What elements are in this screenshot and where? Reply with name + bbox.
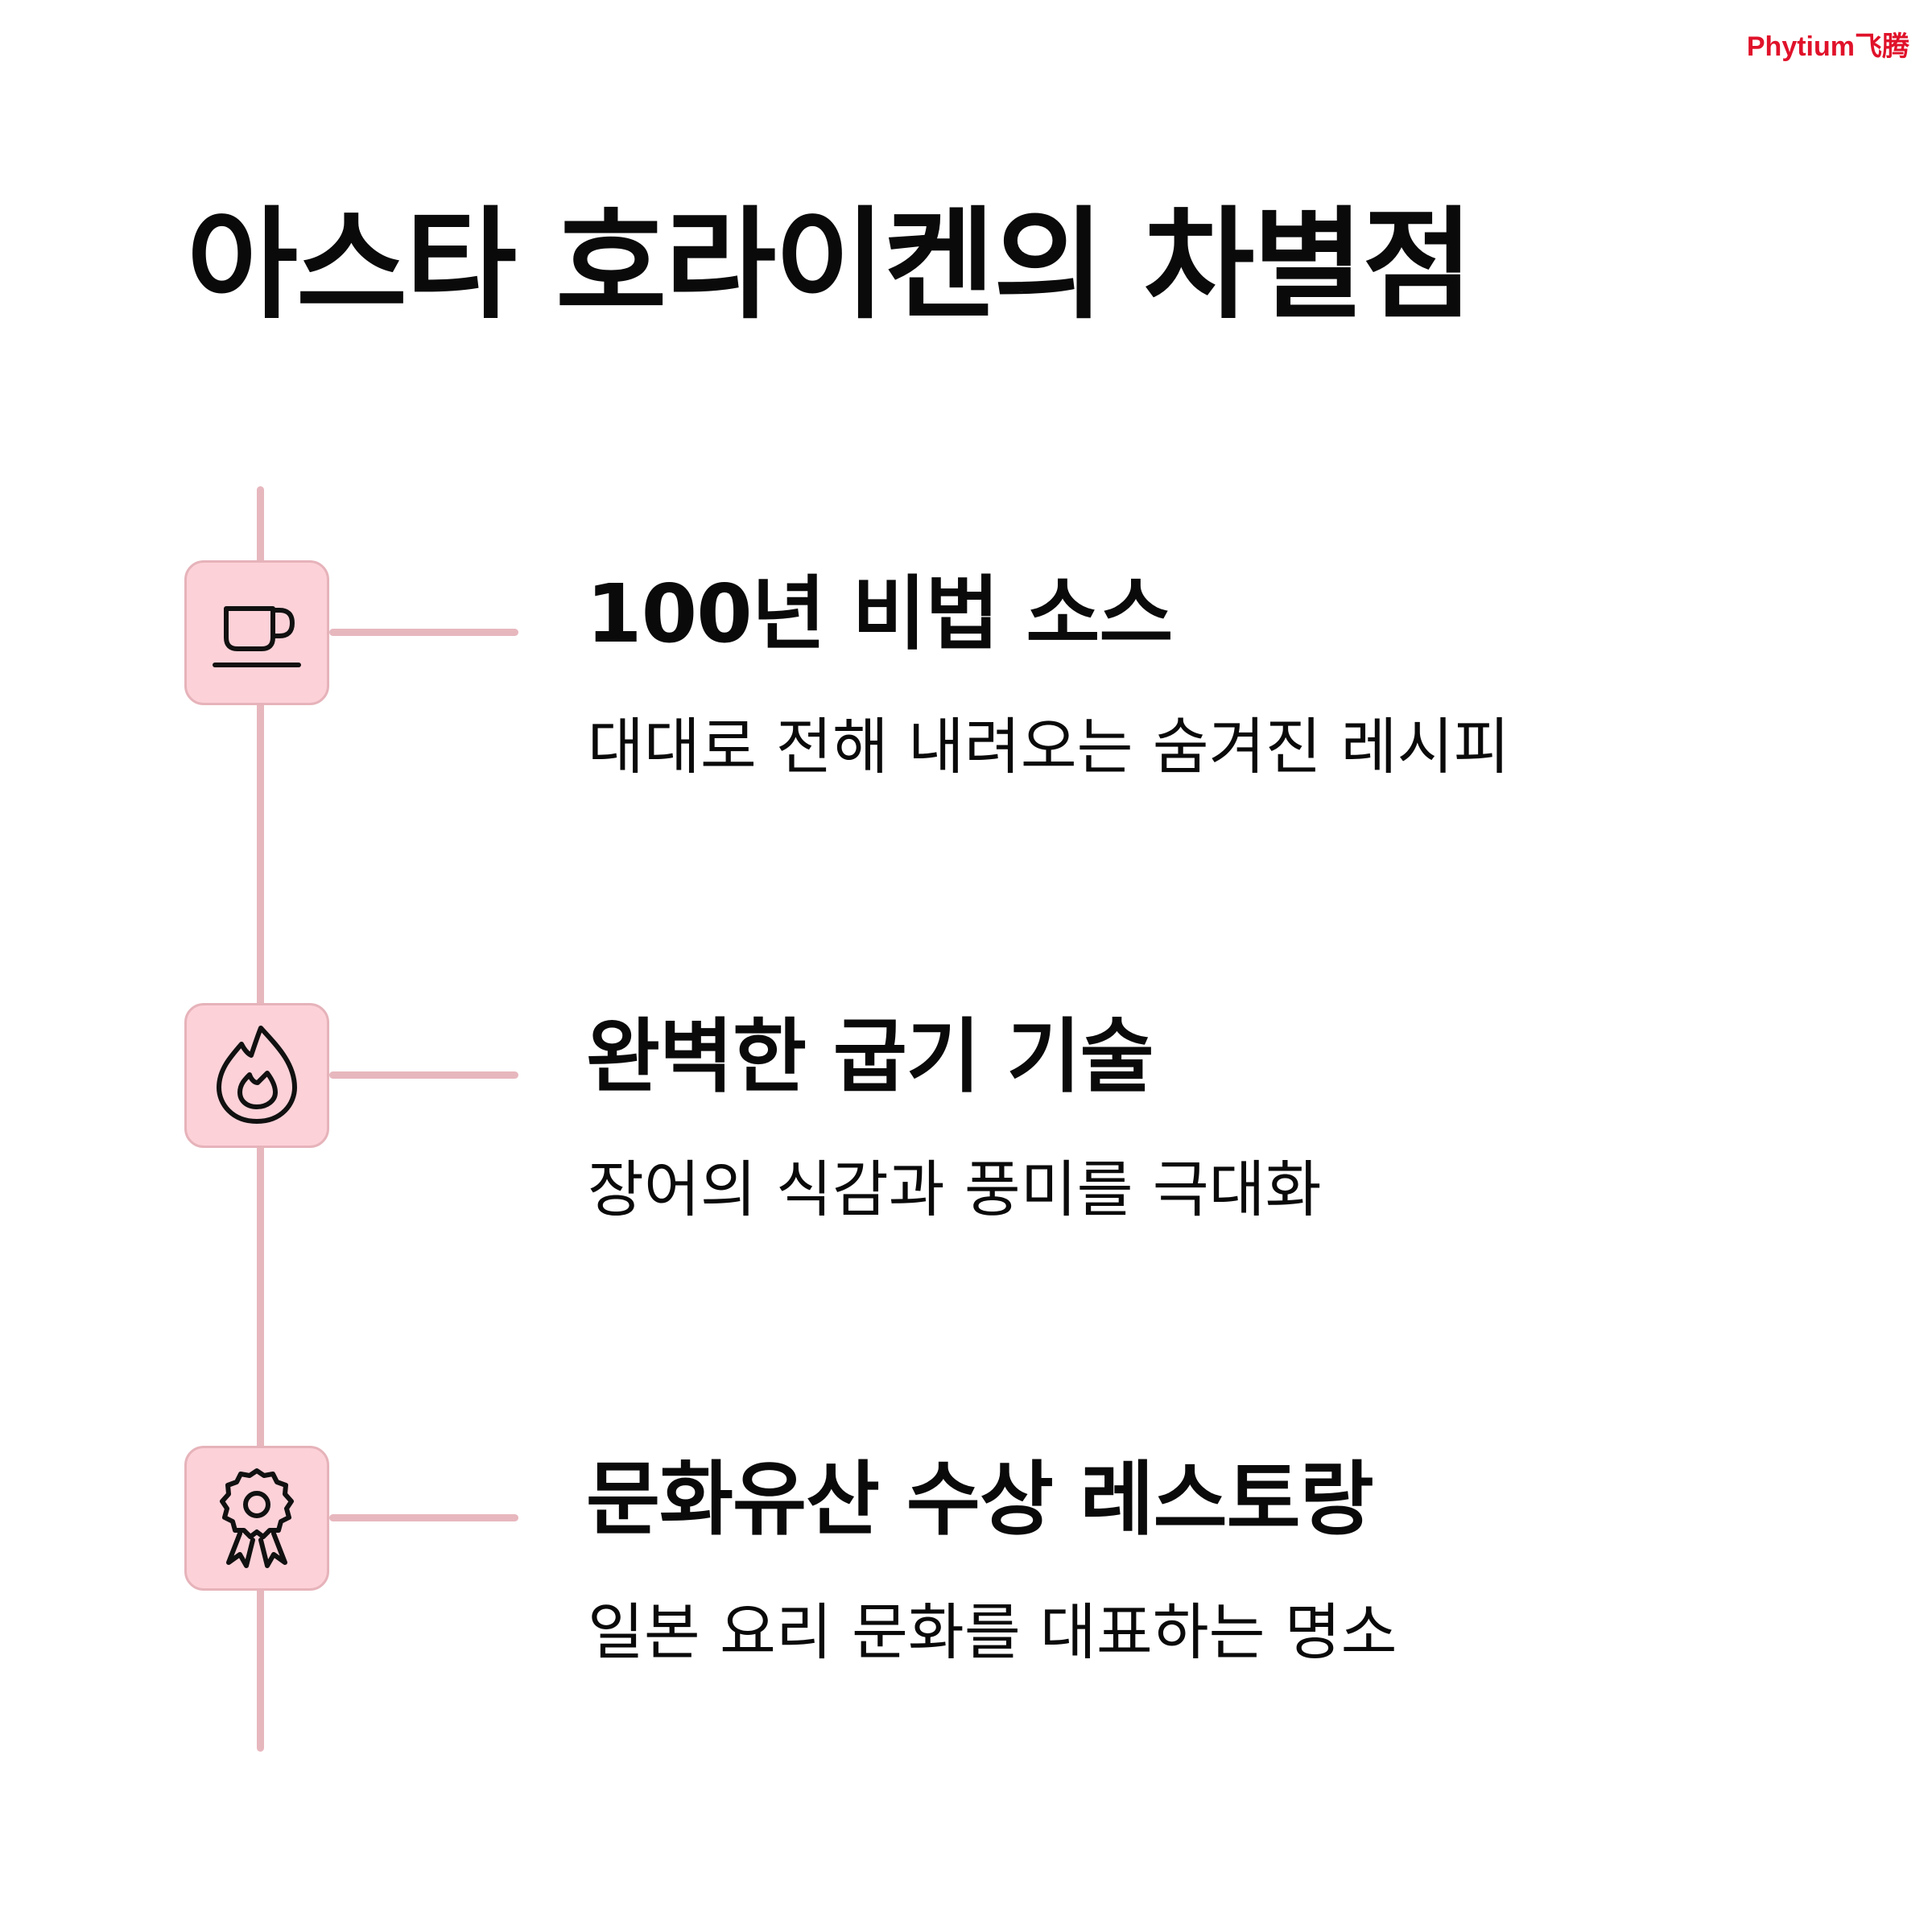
- flame-icon: [213, 1023, 301, 1128]
- timeline-connector: [329, 1071, 518, 1079]
- feature-title: 문화유산 수상 레스토랑: [586, 1452, 1374, 1546]
- feature-icon-box: [184, 1446, 329, 1591]
- brand-logo: Phytium飞腾: [1746, 31, 1909, 62]
- feature-icon-box: [184, 1003, 329, 1148]
- feature-icon-box: [184, 560, 329, 705]
- feature-item-secret-sauce: 100년 비법 소스 대대로 전해 내려오는 숨겨진 레시피: [0, 560, 1932, 780]
- page-title: 아스타 호라이켄의 차별점: [187, 196, 1473, 336]
- feature-description: 대대로 전해 내려오는 숨겨진 레시피: [588, 711, 1510, 782]
- feature-item-grilling: 완벽한 굽기 기술 장어의 식감과 풍미를 극대화: [0, 1003, 1932, 1223]
- feature-description: 장어의 식감과 풍미를 극대화: [588, 1154, 1322, 1225]
- feature-title: 100년 비법 소스: [586, 567, 1173, 661]
- feature-title: 완벽한 굽기 기술: [586, 1009, 1154, 1104]
- award-badge-icon: [213, 1466, 301, 1571]
- timeline-connector: [329, 629, 518, 636]
- feature-description: 일본 요리 문화를 대표하는 명소: [588, 1596, 1397, 1668]
- feature-item-award: 문화유산 수상 레스토랑 일본 요리 문화를 대표하는 명소: [0, 1446, 1932, 1666]
- coffee-cup-icon: [208, 592, 305, 673]
- timeline-connector: [329, 1514, 518, 1521]
